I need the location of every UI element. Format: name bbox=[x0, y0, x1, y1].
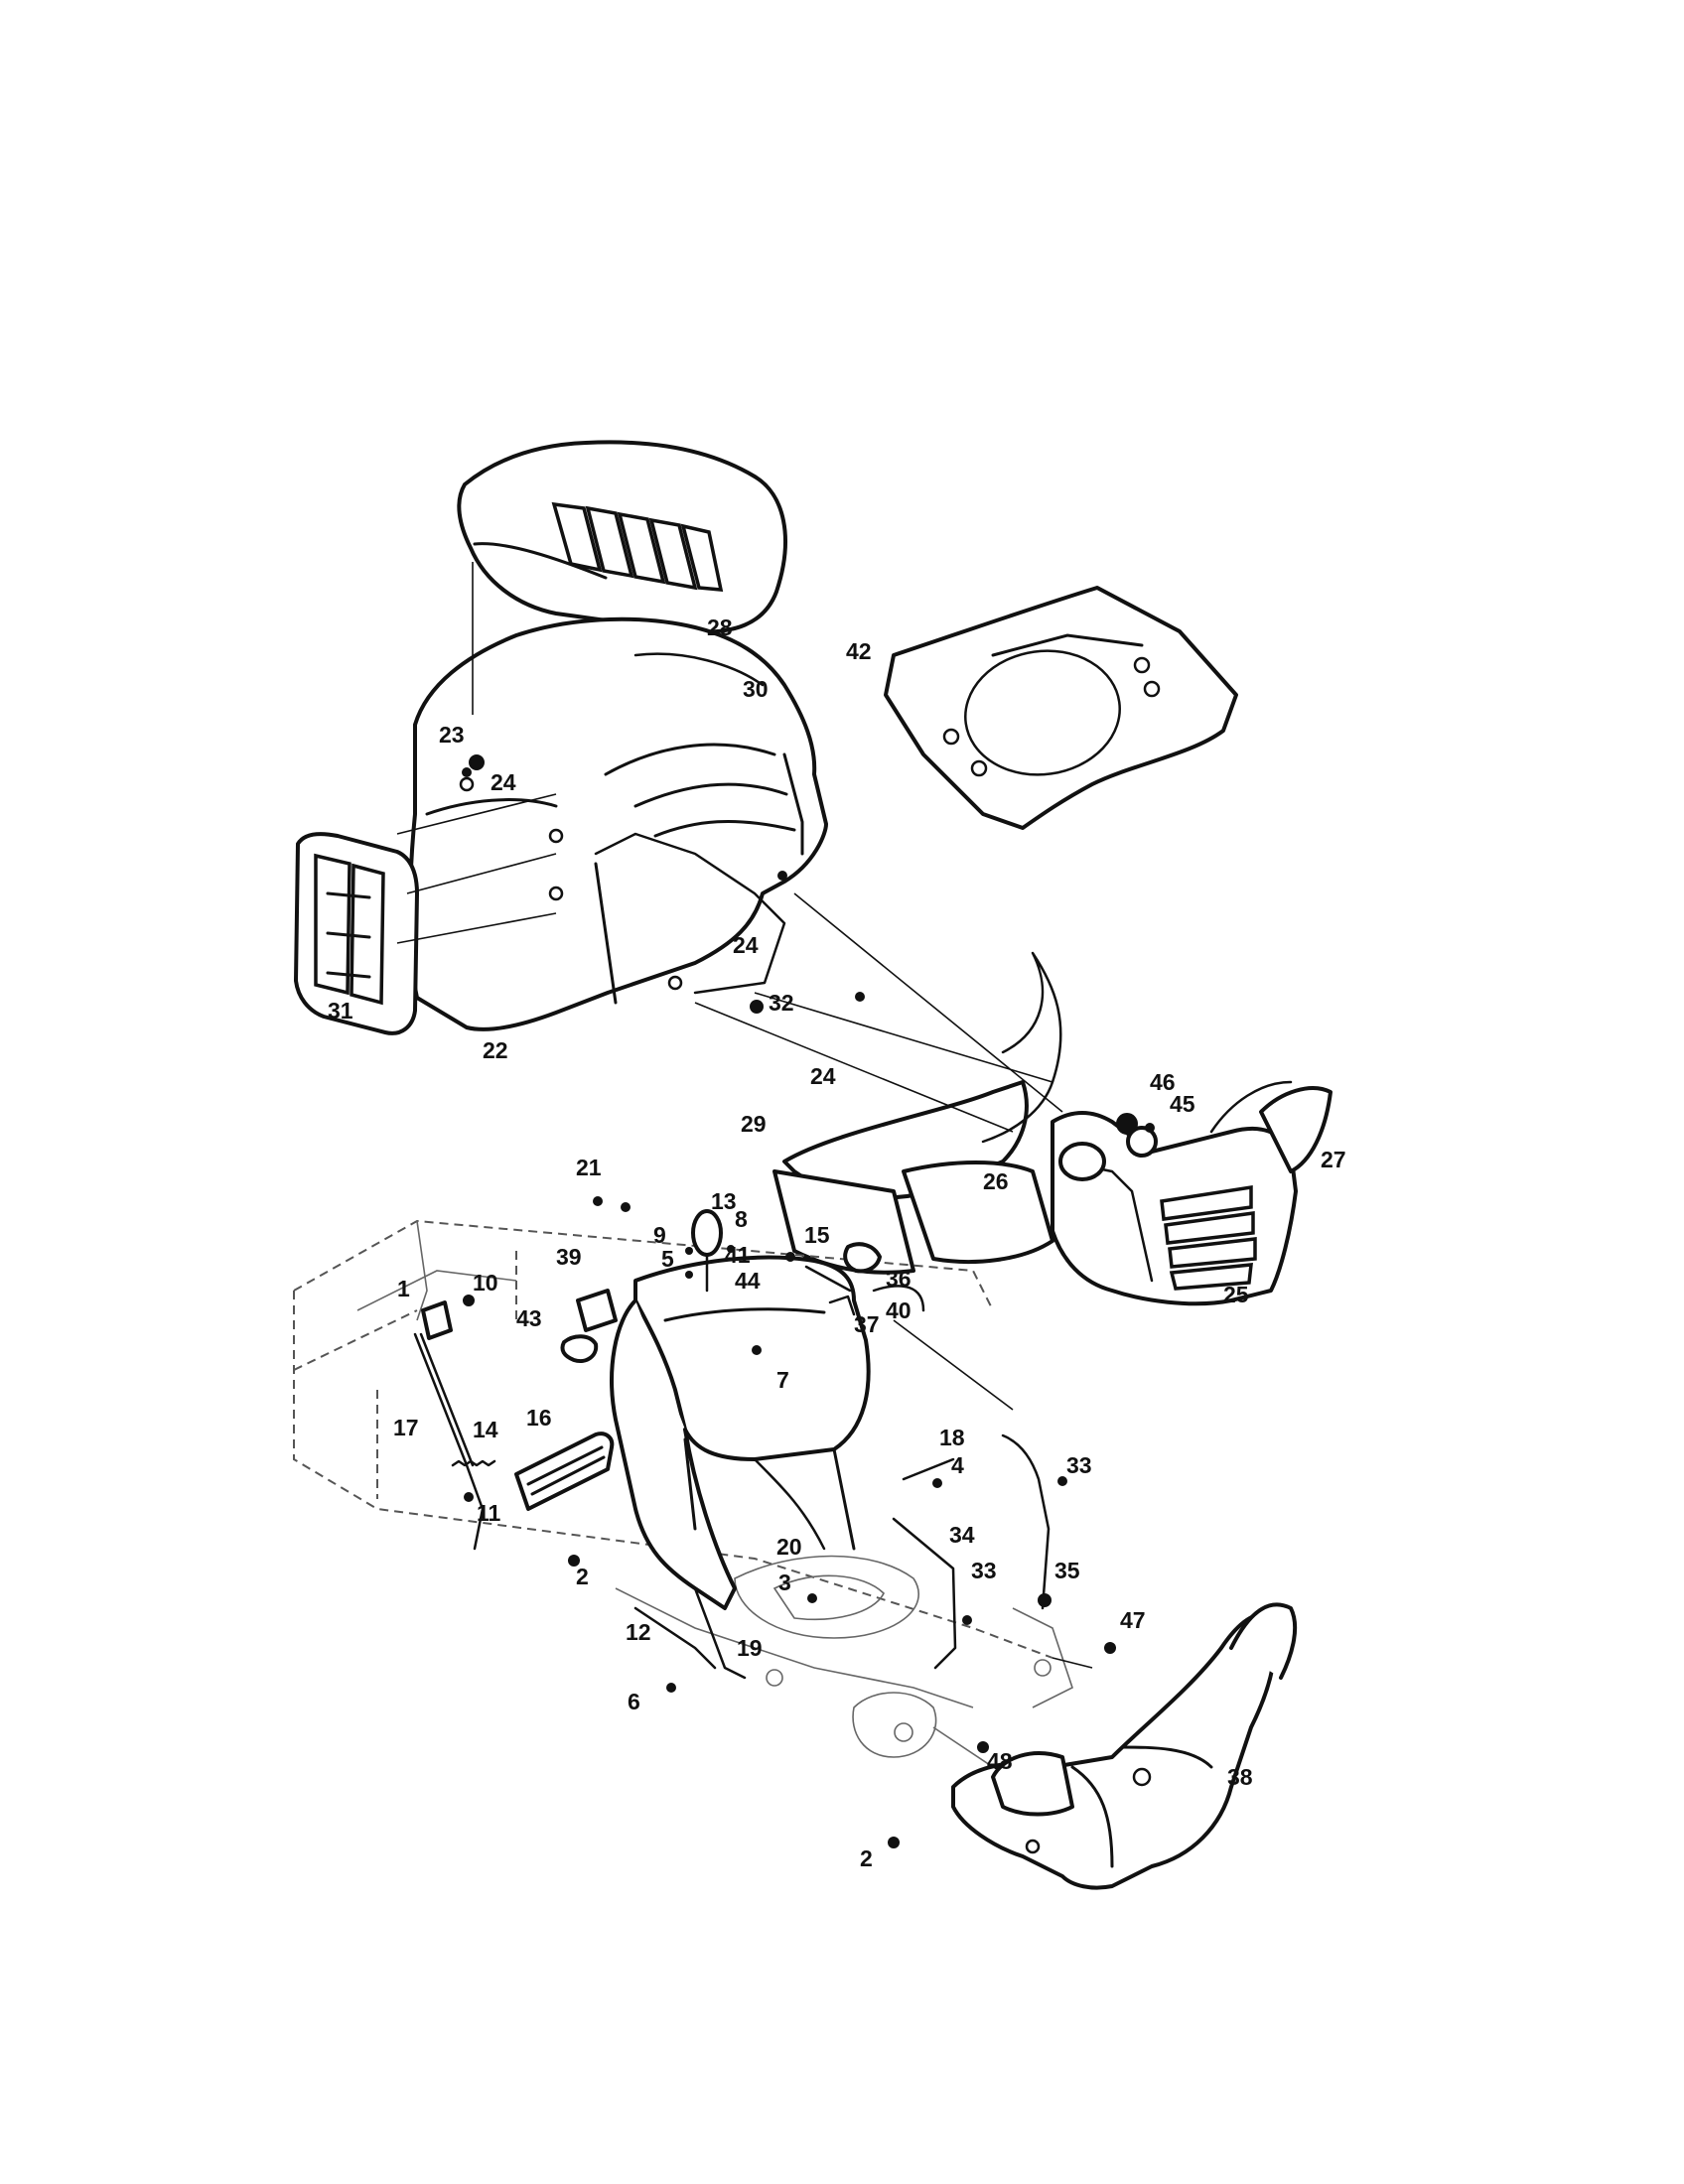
front-hood-part bbox=[1051, 1111, 1298, 1306]
side-lens-part bbox=[1209, 1080, 1333, 1173]
callout-label: 24 bbox=[733, 932, 759, 958]
callout-label: 34 bbox=[949, 1522, 975, 1548]
callout-label: 20 bbox=[776, 1534, 802, 1560]
callout-label: 19 bbox=[737, 1635, 763, 1661]
grille-part bbox=[294, 832, 419, 1035]
callout-label: 37 bbox=[854, 1311, 880, 1337]
dash-panel-part bbox=[408, 616, 828, 1031]
callout-label: 24 bbox=[810, 1063, 836, 1089]
callout-label: 2 bbox=[576, 1564, 589, 1589]
callout-label: 39 bbox=[556, 1244, 582, 1270]
pedal-pad-part bbox=[514, 1432, 615, 1511]
callout-label: 21 bbox=[576, 1155, 602, 1180]
callout-label: 41 bbox=[725, 1242, 751, 1268]
callout-label: 2 bbox=[860, 1845, 873, 1871]
callout-label: 7 bbox=[776, 1367, 789, 1393]
callout-label: 35 bbox=[1054, 1558, 1080, 1583]
callout-label: 24 bbox=[491, 769, 516, 795]
callout-label: 47 bbox=[1120, 1607, 1146, 1633]
callout-label: 9 bbox=[653, 1222, 666, 1248]
callout-label: 27 bbox=[1321, 1147, 1346, 1172]
hood-cover-vents bbox=[551, 501, 724, 592]
cable-part bbox=[828, 1295, 856, 1316]
callout-label: 12 bbox=[626, 1619, 651, 1645]
callout-label: 14 bbox=[473, 1417, 498, 1442]
callout-label: 29 bbox=[741, 1111, 767, 1137]
callout-label: 10 bbox=[473, 1270, 498, 1296]
spring-part bbox=[451, 1459, 496, 1467]
callout-label: 16 bbox=[526, 1405, 552, 1431]
callout-labels: 1 2 2 3 4 5 6 7 8 9 10 11 12 13 14 15 16… bbox=[328, 614, 1346, 1871]
bracket-part bbox=[421, 1295, 475, 1340]
callout-label: 13 bbox=[711, 1188, 737, 1214]
callout-label: 48 bbox=[987, 1748, 1013, 1774]
callout-label: 46 bbox=[1150, 1069, 1176, 1095]
callout-label: 31 bbox=[328, 998, 353, 1024]
throttle-knob-part bbox=[804, 1242, 882, 1293]
bracket-rod-part bbox=[892, 1517, 957, 1670]
assembly-lines bbox=[396, 562, 1093, 1669]
callout-label: 28 bbox=[707, 614, 733, 640]
callout-label: 36 bbox=[886, 1266, 912, 1292]
switch-part bbox=[560, 1289, 618, 1363]
lens-part bbox=[902, 1160, 1054, 1264]
hardware-marks bbox=[462, 767, 1155, 1848]
heat-shield-part bbox=[884, 586, 1238, 830]
callout-label: 38 bbox=[1227, 1764, 1253, 1790]
rod-part bbox=[413, 1332, 485, 1551]
callout-label: 33 bbox=[971, 1558, 997, 1583]
callout-label: 33 bbox=[1066, 1452, 1092, 1478]
callout-label: 3 bbox=[778, 1570, 791, 1595]
callout-label: 1 bbox=[397, 1276, 410, 1301]
callout-label: 25 bbox=[1223, 1282, 1249, 1307]
rod-18-part bbox=[902, 1457, 955, 1481]
callout-label: 17 bbox=[393, 1415, 419, 1440]
callout-label: 4 bbox=[951, 1452, 964, 1478]
callout-label: 32 bbox=[769, 990, 794, 1016]
callout-label: 15 bbox=[804, 1222, 830, 1248]
callout-label: 45 bbox=[1170, 1091, 1195, 1117]
callout-label: 6 bbox=[628, 1689, 640, 1714]
callout-label: 42 bbox=[846, 638, 872, 664]
callout-label: 11 bbox=[477, 1500, 501, 1526]
callout-label: 8 bbox=[735, 1206, 748, 1232]
callout-label: 44 bbox=[735, 1268, 761, 1294]
bumper-part bbox=[951, 1602, 1298, 1890]
callout-label: 43 bbox=[516, 1305, 542, 1331]
bulb-assembly bbox=[1116, 1113, 1158, 1158]
long-rod-part bbox=[1001, 1433, 1052, 1610]
callout-label: 26 bbox=[983, 1168, 1009, 1194]
callout-label: 30 bbox=[743, 676, 769, 702]
callout-label: 22 bbox=[483, 1037, 508, 1063]
callout-label: 18 bbox=[939, 1425, 965, 1450]
callout-label: 5 bbox=[661, 1246, 674, 1272]
callout-label: 23 bbox=[439, 722, 465, 748]
console-part bbox=[610, 1255, 925, 1610]
hood-cover-part bbox=[457, 440, 787, 634]
lower-bracket-part bbox=[633, 1586, 747, 1680]
callout-label: 40 bbox=[886, 1297, 912, 1323]
knob-part bbox=[691, 1209, 723, 1293]
